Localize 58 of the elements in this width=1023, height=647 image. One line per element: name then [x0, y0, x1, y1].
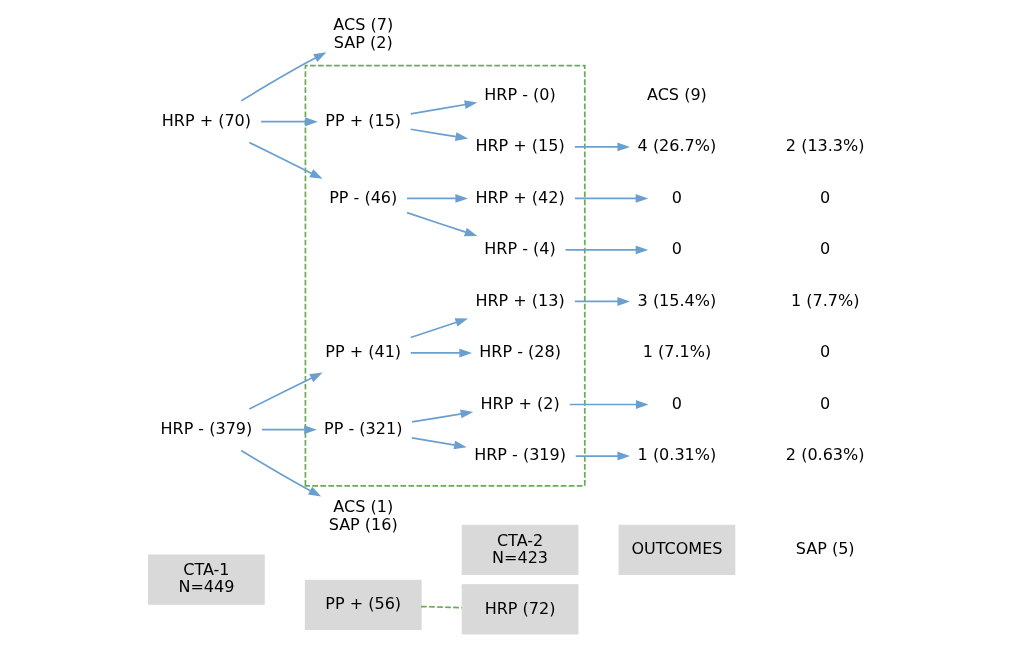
- arrow: [409, 348, 472, 358]
- node-text: PP - (321): [324, 418, 403, 438]
- label: 2 (13.3%): [785, 136, 865, 156]
- node-text: HRP - (0): [484, 84, 556, 104]
- arrow: [411, 409, 474, 423]
- node-text: 0: [671, 187, 683, 207]
- arrow: [260, 117, 318, 127]
- arrow: [574, 297, 631, 306]
- label: SAP (5): [795, 539, 855, 559]
- label: 0: [820, 342, 831, 362]
- node-box: CTA-1 N=449: [148, 554, 265, 605]
- node-text: 4 (26.7%): [637, 136, 717, 156]
- node-text: HRP - (4): [484, 239, 556, 259]
- arrow: [406, 211, 478, 237]
- label: ACS (9): [647, 84, 707, 104]
- node-text: PP + (41): [325, 342, 402, 362]
- node-text: 3 (15.4%): [637, 290, 717, 310]
- arrow: [411, 436, 467, 450]
- arrow: [574, 451, 631, 461]
- arrow: [248, 141, 323, 179]
- connector: [420, 605, 463, 609]
- label: 0: [820, 239, 831, 259]
- arrow: [240, 52, 327, 102]
- arrow: [406, 194, 468, 203]
- node-text: HRP - (319): [474, 445, 567, 465]
- node-text: PP - (46): [329, 187, 398, 207]
- node-box: HRP (72): [461, 584, 579, 635]
- node-text: HRP + (15): [475, 136, 565, 156]
- label: 2 (0.63%): [785, 445, 865, 465]
- node-text: HRP + (13): [475, 290, 565, 310]
- arrow: [261, 425, 317, 435]
- node-text: HRP - (379): [160, 418, 253, 438]
- node-text: HRP + (42): [475, 187, 565, 207]
- label: 1 (7.7%): [790, 290, 860, 310]
- arrow: [564, 245, 649, 255]
- node-text: ACS (1) SAP (16): [328, 497, 398, 534]
- arrow: [409, 128, 469, 141]
- label: 1 (7.1%): [642, 342, 712, 362]
- node-box: OUTCOMES: [618, 524, 736, 576]
- label: 0: [820, 393, 831, 413]
- arrow: [248, 372, 323, 410]
- node-text: HRP + (2): [480, 393, 560, 413]
- node-text: ACS (7) SAP (2): [333, 15, 394, 52]
- label: 0: [820, 187, 831, 207]
- node-text: 0: [671, 239, 683, 259]
- node-text: 1 (0.31%): [637, 445, 717, 465]
- arrow: [409, 100, 478, 115]
- arrow: [240, 449, 322, 497]
- arrow: [568, 400, 649, 409]
- node-box: PP + (56): [304, 579, 422, 631]
- node-text: HRP + (70): [161, 110, 252, 130]
- node-text: 0: [671, 393, 683, 413]
- arrow: [574, 194, 649, 203]
- node-text: HRP - (28): [479, 342, 561, 362]
- node-box: CTA-2 N=423: [461, 524, 579, 576]
- node-text: PP + (15): [325, 110, 402, 130]
- arrow: [574, 142, 631, 152]
- arrow: [409, 318, 469, 339]
